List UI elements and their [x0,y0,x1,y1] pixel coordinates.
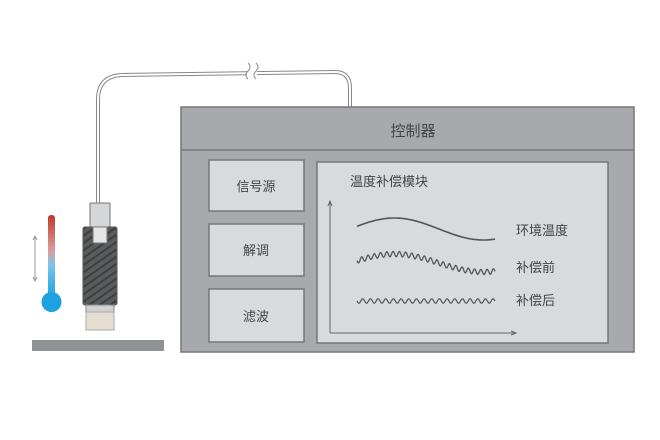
after-compensation-curve [356,298,496,304]
module-label: 解调 [243,244,269,259]
module-label: 信号源 [236,180,275,195]
cable [96,62,352,205]
module-demodulation[interactable]: 解调 [208,223,305,277]
curve-label-ambient: 环境温度 [516,223,568,239]
curve-label-after: 补偿后 [516,294,555,309]
module-filter[interactable]: 滤波 [208,288,305,343]
temperature-compensation-panel[interactable]: 温度补偿模块 环境温度 补偿前 补偿后 [316,161,609,344]
panel-title: 温度补偿模块 [350,174,428,190]
up-down-arrow-icon [32,234,38,283]
target-plate [32,340,164,351]
thermometer-icon [41,215,62,312]
module-label: 滤波 [243,310,269,325]
module-signal-source[interactable]: 信号源 [208,159,305,212]
chart-axes [327,199,518,336]
ambient-temperature-curve [356,217,496,241]
before-compensation-curve [356,250,496,276]
curve-label-before: 补偿前 [516,260,555,276]
controller-title: 控制器 [390,122,435,140]
break-mark-icon [245,62,259,80]
sensor-probe [82,202,118,331]
